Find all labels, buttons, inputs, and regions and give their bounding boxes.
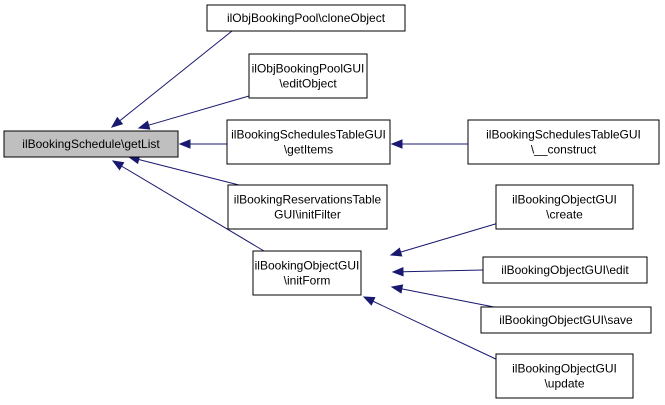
node-label-line: ilBookingSchedule\getList: [22, 137, 160, 151]
node-box: [3, 130, 179, 158]
node-label-line: \initForm: [284, 274, 331, 288]
edge-object-edit-to-object-init-form: [391, 267, 484, 277]
edge-object-update-to-object-init-form: [362, 296, 501, 362]
node-label-line: ilBookingObjectGUI: [512, 362, 617, 376]
edge-line: [401, 288, 495, 308]
node-label-line: ilBookingObjectGUI\save: [499, 313, 633, 327]
node-label-line: \getItems: [284, 143, 333, 157]
node-box: [482, 256, 648, 284]
node-box: [226, 119, 391, 165]
edge-arrowhead: [178, 139, 191, 149]
edge-arrowhead: [389, 247, 403, 257]
node-schedules-construct[interactable]: ilBookingSchedulesTableGUI\__construct: [467, 119, 660, 165]
node-pool-gui-edit[interactable]: ilObjBookingPoolGUI\editObject: [248, 53, 368, 99]
edge-line: [400, 221, 503, 253]
node-object-update[interactable]: ilBookingObjectGUI\update: [495, 353, 634, 399]
edge-line: [372, 300, 501, 362]
node-object-create[interactable]: ilBookingObjectGUI\create: [495, 184, 634, 230]
node-label-line: \create: [546, 208, 583, 222]
node-box: [206, 4, 406, 32]
edge-object-init-form-to-root: [111, 160, 265, 252]
node-object-edit[interactable]: ilBookingObjectGUI\edit: [482, 256, 648, 284]
edge-schedules-construct-to-schedules-get-items: [390, 139, 468, 149]
edge-pool-gui-edit-to-root: [137, 95, 250, 130]
node-box: [248, 53, 368, 99]
edge-arrowhead: [111, 160, 125, 171]
edge-arrowhead: [390, 139, 403, 149]
node-label-line: ilBookingObjectGUI\edit: [501, 263, 629, 277]
node-label-line: ilBookingObjectGUI: [255, 259, 360, 273]
edge-arrowhead: [390, 284, 404, 294]
node-box: [227, 184, 388, 230]
node-schedules-get-items[interactable]: ilBookingSchedulesTableGUI\getItems: [226, 119, 391, 165]
node-label-line: \editObject: [279, 77, 337, 91]
edge-arrowhead: [391, 267, 404, 277]
edge-line: [148, 95, 250, 126]
edge-line: [121, 165, 265, 252]
node-box: [495, 184, 634, 230]
node-box: [252, 250, 362, 296]
edge-line: [138, 158, 240, 186]
edge-schedules-get-items-to-root: [178, 139, 227, 149]
edge-object-create-to-object-init-form: [389, 221, 503, 257]
edge-arrowhead: [137, 120, 151, 130]
node-box: [480, 306, 652, 334]
nodes-layer: ilBookingSchedule\getList ilObjBookingPoo…: [3, 4, 660, 399]
node-label-line: \update: [544, 377, 584, 391]
edge-arrowhead: [110, 116, 124, 128]
node-pool-clone[interactable]: ilObjBookingPool\cloneObject: [206, 4, 406, 32]
node-box: [467, 119, 660, 165]
node-label-line: \__construct: [531, 143, 597, 157]
node-label-line: ilObjBookingPoolGUI: [252, 62, 365, 76]
node-root: ilBookingSchedule\getList: [3, 130, 179, 158]
edge-line: [119, 30, 233, 122]
edge-arrowhead: [362, 296, 376, 306]
edge-object-save-to-object-init-form: [390, 284, 495, 308]
node-box: [495, 353, 634, 399]
node-label-line: ilBookingObjectGUI: [512, 193, 617, 207]
node-object-save[interactable]: ilBookingObjectGUI\save: [480, 306, 652, 334]
node-label-line: ilBookingSchedulesTableGUI: [486, 128, 641, 142]
node-label-line: ilObjBookingPool\cloneObject: [227, 11, 386, 25]
edge-pool-clone-to-root: [110, 30, 233, 128]
node-label-line: GUI\initFilter: [274, 208, 341, 222]
edges-layer: [110, 30, 503, 362]
node-label-line: ilBookingReservationsTable: [234, 193, 382, 207]
node-label-line: ilBookingSchedulesTableGUI: [231, 128, 386, 142]
edge-line: [402, 269, 484, 273]
node-object-init-form[interactable]: ilBookingObjectGUI\initForm: [252, 250, 362, 296]
